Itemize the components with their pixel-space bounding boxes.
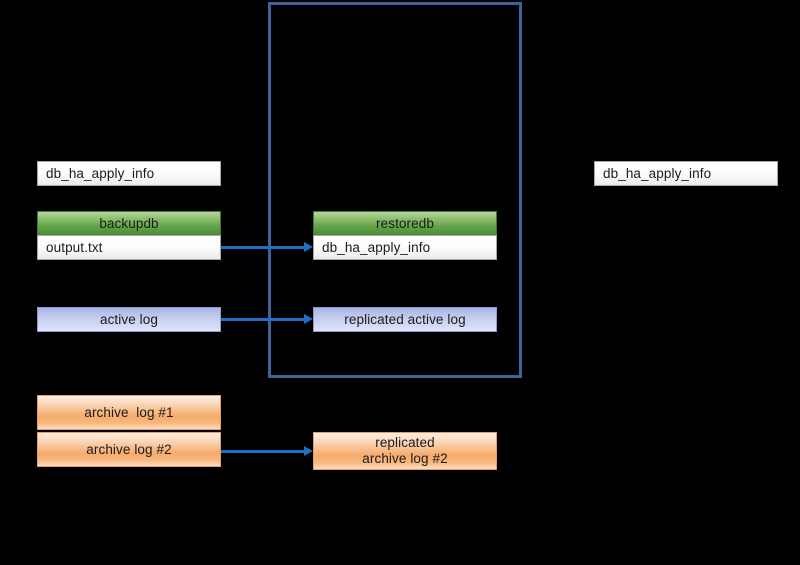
arrow-archive2-to-replicated [221, 450, 305, 453]
arrow-active-to-replicated [221, 318, 305, 321]
arrow-active-to-replicated-head [304, 314, 313, 324]
arrow-output-to-apply-info-head [304, 242, 313, 252]
node-backupdb[interactable]: backupdb [37, 211, 221, 236]
node-active-log[interactable]: active log [37, 307, 221, 332]
node-archive-log-2[interactable]: archive log #2 [37, 432, 221, 467]
node-standby-db-ha-apply-info[interactable]: db_ha_apply_info [313, 235, 497, 260]
node-replicated-archive-log-2[interactable]: replicated archive log #2 [313, 432, 497, 470]
node-primary-db-ha-apply-info[interactable]: db_ha_apply_info [37, 161, 221, 186]
arrow-output-to-apply-info [221, 246, 305, 249]
node-output-txt[interactable]: output.txt [37, 235, 221, 260]
arrow-archive2-to-replicated-head [304, 446, 313, 456]
node-archive-log-1[interactable]: archive log #1 [37, 395, 221, 430]
node-restoredb[interactable]: restoredb [313, 211, 497, 236]
standby-container-outline [268, 2, 522, 378]
node-replicated-active-log[interactable]: replicated active log [313, 307, 497, 332]
node-remote-db-ha-apply-info[interactable]: db_ha_apply_info [594, 161, 778, 186]
